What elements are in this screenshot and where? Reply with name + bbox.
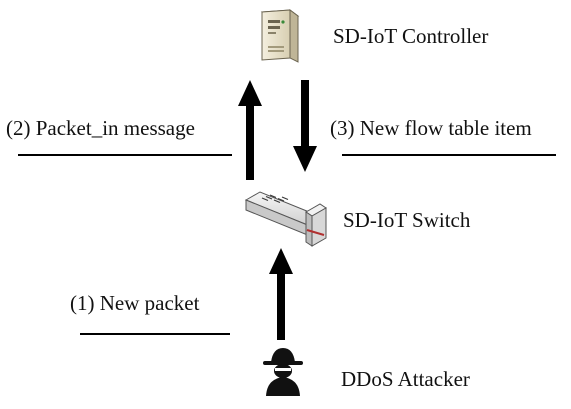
packet-in-arrow (238, 80, 262, 180)
controller-label: SD-IoT Controller (333, 24, 488, 48)
packet-in-label: (2) Packet_in message (6, 116, 195, 140)
switch-label: SD-IoT Switch (343, 208, 471, 232)
new-flow-label: (3) New flow table item (330, 116, 532, 140)
attacker-label: DDoS Attacker (341, 367, 470, 391)
new-packet-label: (1) New packet (70, 291, 200, 315)
network-switch-icon (244, 191, 327, 247)
new-flow-arrow (293, 80, 317, 172)
server-icon (260, 9, 300, 63)
hacker-icon (263, 348, 303, 396)
new-packet-arrow (269, 248, 293, 340)
